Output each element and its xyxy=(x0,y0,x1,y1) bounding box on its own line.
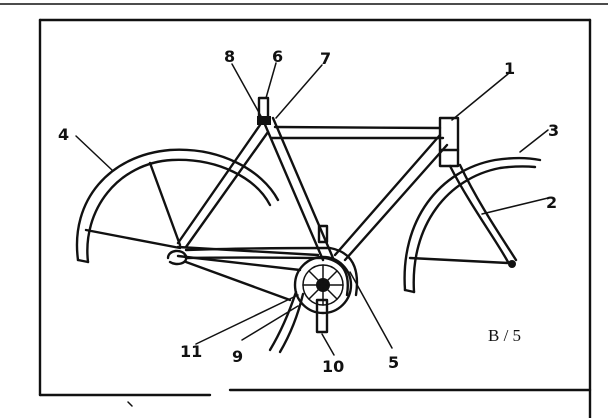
tick-mark xyxy=(127,401,133,407)
callout-10: 10 xyxy=(322,357,344,376)
callout-1: 1 xyxy=(504,59,515,78)
bicycle-frame xyxy=(166,116,449,302)
seat-post xyxy=(257,96,271,125)
front-fork xyxy=(448,163,518,268)
chain-guard xyxy=(184,246,359,297)
callout-9: 9 xyxy=(232,347,243,366)
rear-mudguard xyxy=(75,148,280,264)
front-mudguard-stay xyxy=(408,256,510,265)
callout-11: 11 xyxy=(180,342,202,361)
rear-mudguard-stay xyxy=(84,161,182,250)
chainwheel xyxy=(293,255,353,315)
head-tube xyxy=(438,116,460,168)
crank-arm xyxy=(315,224,329,334)
callout-2: 2 xyxy=(546,193,557,212)
front-mudguard xyxy=(403,156,542,294)
sheet-identifier: B / 5 xyxy=(488,326,521,345)
callout-4: 4 xyxy=(58,125,69,144)
callout-leaders xyxy=(75,62,549,356)
callout-3: 3 xyxy=(548,121,559,140)
callout-5: 5 xyxy=(388,353,399,372)
callout-6: 6 xyxy=(272,47,283,66)
callout-7: 7 xyxy=(320,49,331,68)
callout-8: 8 xyxy=(224,47,235,66)
